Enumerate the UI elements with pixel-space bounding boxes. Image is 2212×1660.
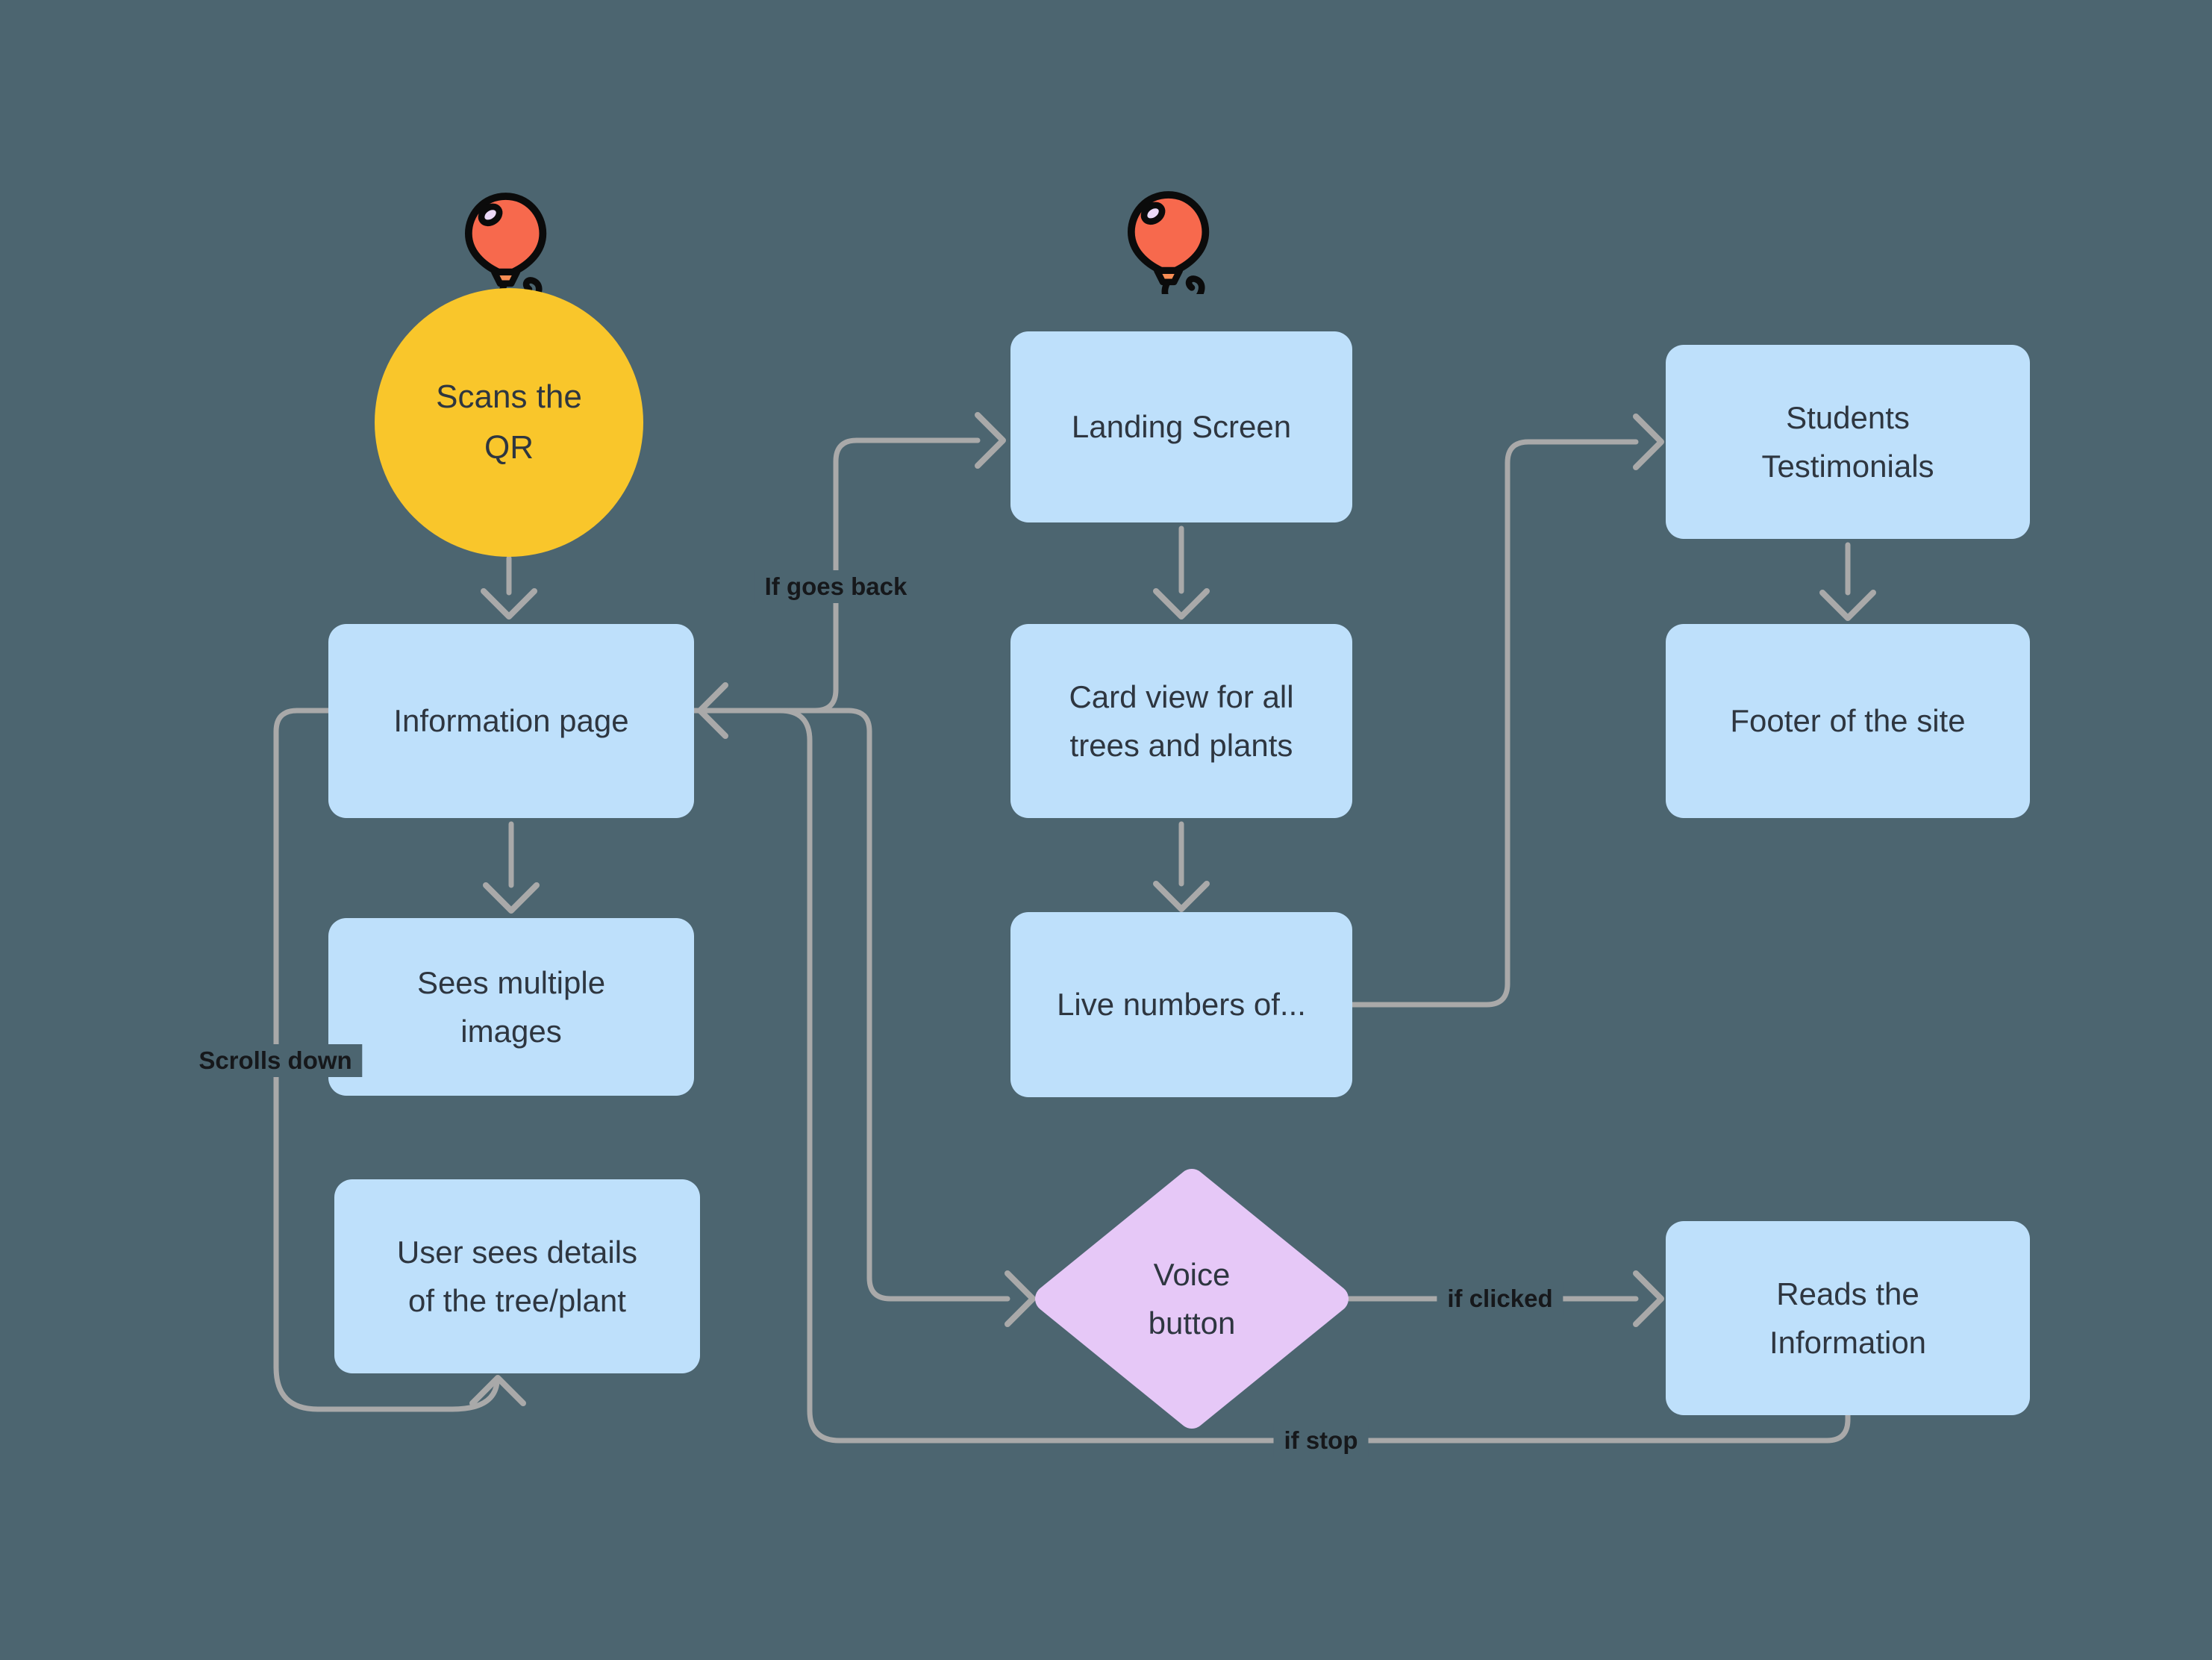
node-card-view[interactable]: Card view for all trees and plants: [1010, 624, 1352, 818]
arrowhead-down-icon: [1153, 588, 1210, 620]
edge-scrolls-loop: [273, 708, 500, 1412]
node-scans-the-qr[interactable]: Scans the QR: [375, 288, 643, 557]
node-reads-information[interactable]: Reads the Information: [1666, 1221, 2030, 1415]
arrowhead-down-icon: [483, 882, 540, 914]
node-sees-multiple-images[interactable]: Sees multiple images: [328, 918, 694, 1096]
edge-label-if-goes-back[interactable]: If goes back: [754, 570, 918, 603]
arrowhead-left-icon: [697, 682, 728, 739]
arrowhead-right-icon: [975, 412, 1006, 469]
voice-button-diamond[interactable]: [1035, 1169, 1349, 1429]
arrowhead-right-icon: [1633, 414, 1664, 470]
node-voice-button-label[interactable]: Voice button: [1148, 1256, 1236, 1341]
arrowhead-down-icon: [481, 588, 537, 620]
balloon-icon: [1116, 185, 1229, 310]
edge-label-if-clicked[interactable]: if clicked: [1437, 1282, 1563, 1315]
arrowhead-up-icon: [469, 1375, 526, 1406]
arrowhead-right-icon: [1633, 1270, 1664, 1327]
arrowhead-down-icon: [1819, 590, 1876, 621]
edge-live-to-students: [1349, 439, 1639, 1008]
edge-label-scrolls-down[interactable]: Scrolls down: [188, 1044, 363, 1077]
node-landing-screen[interactable]: Landing Screen: [1010, 331, 1352, 522]
node-user-sees-details[interactable]: User sees details of the tree/plant: [334, 1179, 700, 1373]
balloon-icon: [453, 187, 566, 311]
node-students-testimonials[interactable]: Students Testimonials: [1666, 345, 2030, 539]
node-information-page[interactable]: Information page: [328, 624, 694, 818]
arrowhead-right-icon: [1005, 1270, 1036, 1327]
node-footer-of-site[interactable]: Footer of the site: [1666, 624, 2030, 818]
edge-label-if-stop[interactable]: if stop: [1273, 1424, 1369, 1457]
node-live-numbers[interactable]: Live numbers of...: [1010, 912, 1352, 1097]
arrowhead-down-icon: [1153, 881, 1210, 912]
edge-reads-to-info: [724, 708, 1851, 1444]
edge-info-to-voice: [691, 708, 1010, 1302]
